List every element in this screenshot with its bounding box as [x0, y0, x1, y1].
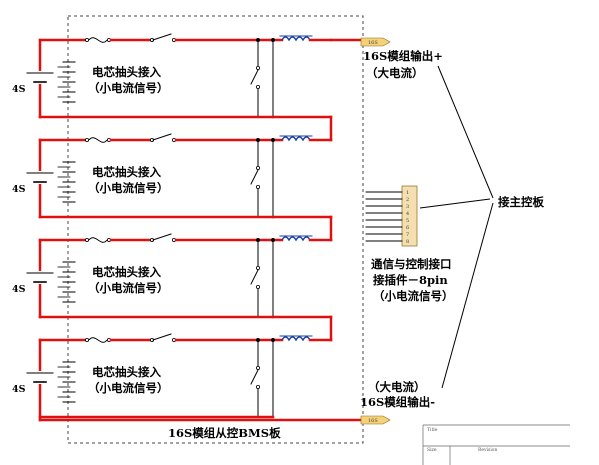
- fuse-terminal: [85, 337, 90, 342]
- switch-blade-icon: [250, 169, 259, 185]
- fuse-icon: [88, 337, 108, 343]
- cell-count-label: 4S: [12, 384, 26, 395]
- connector-pin-number: 8: [406, 239, 409, 245]
- cell-module-4: [26, 333, 333, 419]
- switch-blade-icon: [250, 69, 259, 85]
- switch-blade-icon: [152, 233, 172, 241]
- inductor-icon: [281, 336, 311, 342]
- comm-label-line2: 接插件－8pin: [373, 273, 448, 287]
- cell-modules: 4S 电芯抽头接入 （小电流信号） 4S 电芯抽头接入 （小电流信号） 4S 电芯抽头接入 （小…: [12, 33, 363, 422]
- output-positive-terminal: 16S: [360, 37, 391, 47]
- switch-terminal: [255, 184, 260, 189]
- inductor-icon: [281, 36, 311, 42]
- switch-blade-icon: [152, 33, 172, 41]
- cell-count-label: 4S: [12, 84, 26, 95]
- bms-board-outline: [67, 15, 364, 444]
- switch-terminal: [255, 165, 260, 170]
- inductor-icon: [281, 236, 311, 242]
- output-pos-label: 16S模组输出+: [363, 49, 443, 63]
- inductor-icon: [281, 136, 311, 142]
- battery-gap: [30, 171, 50, 184]
- title-block-size: Size: [427, 447, 437, 453]
- cell-tap-label-line1: 电芯抽头接入: [92, 265, 161, 279]
- switch-terminal: [255, 365, 260, 370]
- main-board-label: 接主控板: [498, 195, 544, 209]
- cell-tap-label-line2: （小电流信号）: [88, 281, 169, 295]
- connector-pin-number: 5: [406, 218, 409, 224]
- cell-module-3: [26, 233, 333, 319]
- switch-terminal: [255, 265, 260, 270]
- connector-pin-number: 2: [406, 197, 409, 203]
- connector-pin-number: 4: [406, 211, 409, 217]
- switch-terminal: [255, 384, 260, 389]
- board-label: 16S模组从控BMS板: [168, 426, 281, 440]
- cell-tap-label-line1: 电芯抽头接入: [92, 165, 161, 179]
- output-neg-note: （大电流）: [368, 380, 426, 394]
- fuse-terminal: [85, 237, 90, 242]
- fuse-icon: [88, 137, 108, 143]
- cell-count-label: 4S: [12, 284, 26, 295]
- cell-tap-label-line2: （小电流信号）: [88, 81, 169, 95]
- switch-blade-icon: [250, 369, 259, 385]
- terminal-neg-tag: 16S: [368, 418, 378, 424]
- switch-blade-icon: [152, 133, 172, 141]
- fuse-terminal: [85, 137, 90, 142]
- fuse-icon: [88, 237, 108, 243]
- connector-pin-number: 3: [406, 204, 409, 210]
- cell-tap-label-line1: 电芯抽头接入: [92, 365, 161, 379]
- title-block-title: Title: [427, 427, 438, 433]
- output-neg-label: 16S模组输出-: [360, 395, 435, 409]
- battery-gap: [30, 71, 50, 84]
- cell-module-2: [26, 133, 333, 219]
- switch-blade-icon: [152, 333, 172, 341]
- cell-tap-label-line1: 电芯抽头接入: [92, 65, 161, 79]
- switch-terminal: [255, 66, 260, 71]
- title-block-revision: Revision: [478, 447, 497, 453]
- cell-count-label: 4S: [12, 184, 26, 195]
- comm-label-line1: 通信与控制接口: [371, 257, 452, 271]
- connector-pin-number: 1: [406, 190, 409, 196]
- switch-terminal: [255, 284, 260, 289]
- output-negative-terminal: 16S: [360, 415, 391, 425]
- cell-tap-label-line2: （小电流信号）: [88, 181, 169, 195]
- cell-tap-label-line2: （小电流信号）: [88, 381, 169, 395]
- fuse-icon: [88, 37, 108, 43]
- switch-terminal: [255, 85, 260, 90]
- cell-module-1: [26, 33, 333, 119]
- battery-gap: [30, 371, 50, 384]
- drawing-title-block: [422, 424, 570, 465]
- connector-pin-number: 7: [406, 232, 409, 238]
- terminal-pos-tag: 16S: [368, 40, 378, 46]
- comm-label-line3: （小电流信号）: [373, 289, 454, 303]
- switch-blade-icon: [250, 269, 259, 285]
- main-board-leader-lines: [419, 65, 494, 389]
- connector-pin-number: 6: [406, 225, 409, 231]
- battery-gap: [30, 271, 50, 284]
- fuse-terminal: [85, 38, 90, 43]
- output-pos-note: （大电流）: [366, 66, 424, 80]
